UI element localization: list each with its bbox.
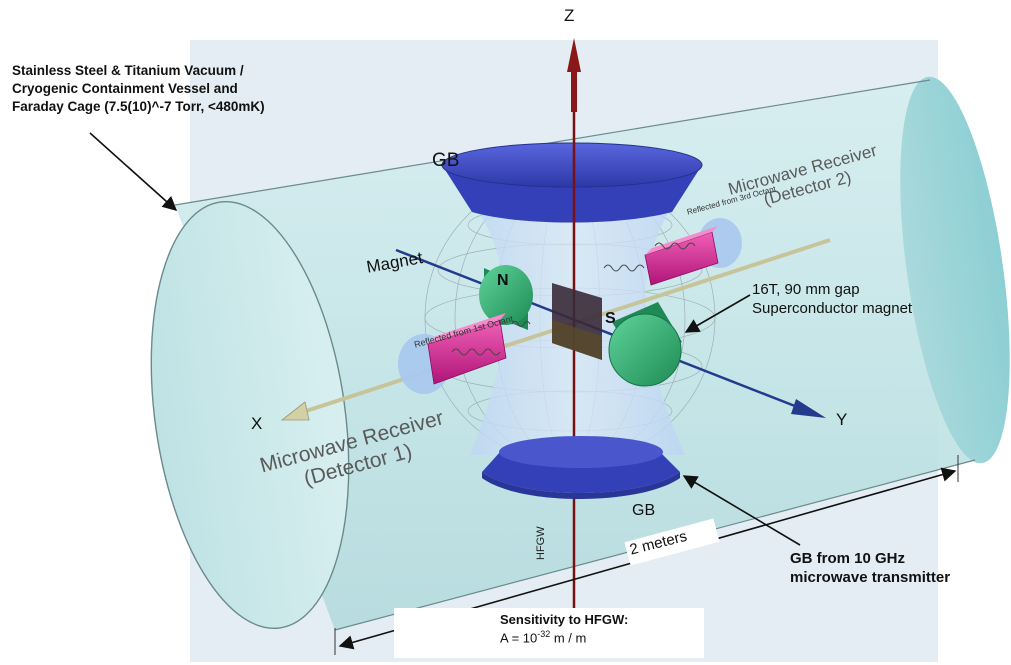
gaussian-beam-disk-top xyxy=(441,142,703,223)
superconductor-magnet-label: 16T, 90 mm gap Superconductor magnet xyxy=(752,281,913,317)
magnet-pole-north xyxy=(479,265,533,330)
sensitivity-exponent: -32 xyxy=(537,629,551,639)
north-pole-label: N xyxy=(497,272,509,289)
gb-source-label: GB from 10 GHz microwave transmitter xyxy=(790,550,951,586)
gaussian-beam-disk-bottom xyxy=(482,436,680,499)
detector-plate xyxy=(552,283,602,360)
magnet-pole-south xyxy=(608,302,682,387)
sensitivity-note: Sensitivity to HFGW: A = 10-32 m / m xyxy=(500,612,628,645)
microwave-receiver-2 xyxy=(603,218,742,286)
sensitivity-backdrop xyxy=(394,608,704,658)
z-axis-label: Z xyxy=(564,6,575,25)
vessel-right-end xyxy=(900,76,1010,464)
sensitivity-title: Sensitivity to HFGW: xyxy=(500,612,629,627)
sensitivity-formula-suffix: m / m xyxy=(550,630,587,646)
microwave-receiver-1 xyxy=(398,313,531,394)
y-axis-arrowhead xyxy=(791,399,826,418)
gb-top-label: GB xyxy=(432,150,460,171)
y-axis-label: Y xyxy=(836,410,848,429)
sensitivity-formula-prefix: A = 10 xyxy=(500,630,538,646)
x-axis-label: X xyxy=(251,414,263,433)
vessel-pointer-arrow xyxy=(89,132,178,211)
z-axis-arrowhead xyxy=(567,38,581,72)
south-pole-label: S xyxy=(605,310,616,327)
gb-bottom-label: GB xyxy=(632,502,656,519)
x-axis-arrowhead xyxy=(280,401,310,421)
vessel-left-cap xyxy=(150,200,350,630)
vessel-label: Stainless Steel & Titanium Vacuum / Cryo… xyxy=(12,63,265,114)
length-label-backdrop xyxy=(624,518,720,566)
magnet-pointer-arrow xyxy=(684,294,751,333)
sensitivity-formula: A = 10-32 m / m xyxy=(500,629,628,645)
hfgw-axis-label: HFGW xyxy=(535,526,547,560)
